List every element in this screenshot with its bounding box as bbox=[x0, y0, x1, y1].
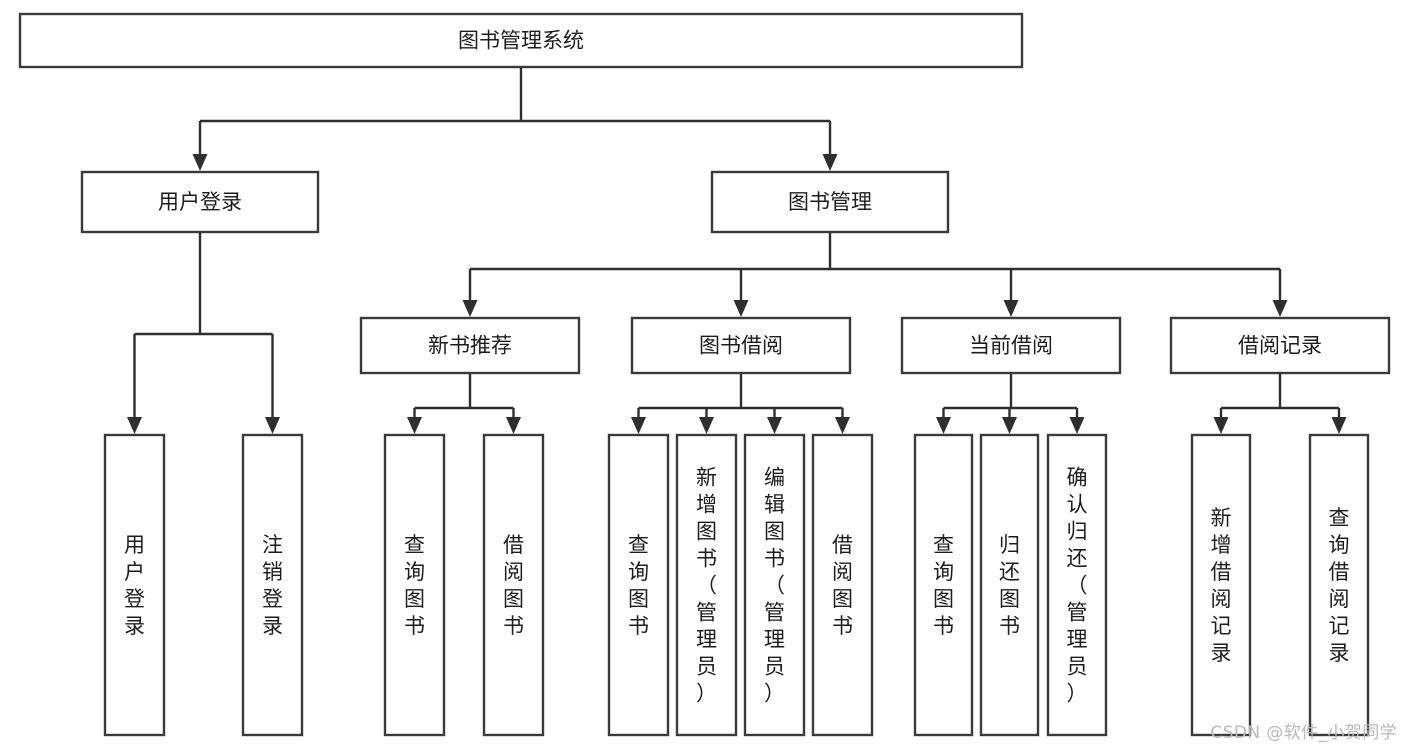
arrow-head-icon bbox=[1331, 417, 1347, 434]
node-label: 查询图书 bbox=[628, 533, 649, 638]
node-label: 图书管理 bbox=[788, 190, 872, 214]
node-label: 新增图书（管理员） bbox=[696, 466, 717, 706]
node-book-borrow[interactable]: 图书借阅 bbox=[630, 316, 852, 375]
node-box bbox=[743, 433, 806, 737]
node-label: 用户登录 bbox=[158, 190, 242, 214]
node-leaf-query-book-current[interactable]: 查询图书 bbox=[913, 433, 974, 737]
node-label: 查询借阅记录 bbox=[1329, 506, 1350, 665]
node-label: 图书借阅 bbox=[699, 334, 783, 358]
node-box bbox=[103, 433, 166, 737]
node-label: 借阅图书 bbox=[832, 533, 853, 638]
node-box bbox=[1046, 433, 1108, 737]
node-label: 确认归还（管理员） bbox=[1067, 466, 1088, 706]
node-box bbox=[1169, 316, 1391, 375]
node-box bbox=[383, 433, 446, 737]
arrow-head-icon bbox=[1213, 417, 1229, 434]
node-label: 借阅图书 bbox=[503, 533, 524, 638]
node-leaf-user-login[interactable]: 用户登录 bbox=[103, 433, 166, 737]
node-label: 用户登录 bbox=[124, 533, 145, 638]
node-leaf-user-logout[interactable]: 注销登录 bbox=[241, 433, 304, 737]
node-book-manage[interactable]: 图书管理 bbox=[710, 170, 950, 234]
node-box bbox=[80, 170, 320, 234]
arrow-head-icon bbox=[265, 417, 280, 434]
node-label: 图书管理系统 bbox=[458, 29, 584, 53]
arrow-head-icon bbox=[1069, 417, 1085, 434]
node-leaf-borrow-book-rec[interactable]: 借阅图书 bbox=[482, 433, 545, 737]
node-box bbox=[710, 170, 950, 234]
node-leaf-confirm-return[interactable]: 确认归还（管理员） bbox=[1046, 433, 1108, 737]
node-leaf-query-book-borrow[interactable]: 查询图书 bbox=[607, 433, 670, 737]
node-box bbox=[675, 433, 738, 737]
arrow-head-icon bbox=[506, 417, 521, 434]
arrow-head-icon bbox=[1003, 300, 1019, 317]
node-borrow-record[interactable]: 借阅记录 bbox=[1169, 316, 1391, 375]
node-leaf-edit-book[interactable]: 编辑图书（管理员） bbox=[743, 433, 806, 737]
node-layer: 图书管理系统用户登录图书管理新书推荐图书借阅当前借阅借阅记录用户登录注销登录查询… bbox=[18, 12, 1391, 737]
arrow-head-icon bbox=[1002, 417, 1017, 434]
arrow-head-icon bbox=[699, 417, 714, 434]
node-root[interactable]: 图书管理系统 bbox=[18, 12, 1024, 69]
node-leaf-query-borrow-record[interactable]: 查询借阅记录 bbox=[1308, 433, 1370, 737]
node-box bbox=[811, 433, 874, 737]
node-label: 查询图书 bbox=[933, 533, 954, 638]
node-label: 查询图书 bbox=[404, 533, 425, 638]
arrow-head-icon bbox=[1272, 300, 1288, 317]
node-box bbox=[18, 12, 1024, 69]
node-box bbox=[1308, 433, 1370, 737]
arrow-head-icon bbox=[407, 417, 422, 434]
node-current-borrow[interactable]: 当前借阅 bbox=[900, 316, 1122, 375]
node-leaf-add-book[interactable]: 新增图书（管理员） bbox=[675, 433, 738, 737]
node-box bbox=[630, 316, 852, 375]
node-leaf-return-book[interactable]: 归还图书 bbox=[979, 433, 1040, 737]
node-label: 借阅记录 bbox=[1238, 334, 1322, 358]
node-label: 新书推荐 bbox=[428, 334, 512, 358]
node-label: 编辑图书（管理员） bbox=[764, 466, 785, 706]
arrow-head-icon bbox=[127, 417, 142, 434]
node-user-login[interactable]: 用户登录 bbox=[80, 170, 320, 234]
arrow-head-icon bbox=[835, 417, 850, 434]
arrow-head-icon bbox=[936, 417, 951, 434]
node-box bbox=[607, 433, 670, 737]
node-label: 新增借阅记录 bbox=[1211, 506, 1232, 665]
node-box bbox=[241, 433, 304, 737]
arrow-head-icon bbox=[631, 417, 646, 434]
node-leaf-query-book-rec[interactable]: 查询图书 bbox=[383, 433, 446, 737]
node-label: 归还图书 bbox=[999, 533, 1020, 638]
arrow-head-icon bbox=[767, 417, 782, 434]
node-label: 当前借阅 bbox=[969, 334, 1053, 358]
arrow-head-icon bbox=[462, 300, 478, 317]
arrow-head-icon bbox=[192, 154, 208, 171]
node-new-book-rec[interactable]: 新书推荐 bbox=[359, 316, 581, 375]
node-box bbox=[359, 316, 581, 375]
node-leaf-borrow-book[interactable]: 借阅图书 bbox=[811, 433, 874, 737]
arrow-head-icon bbox=[733, 300, 749, 317]
watermark-text: CSDN @软件_小贺同学 bbox=[1210, 723, 1397, 743]
node-label: 注销登录 bbox=[262, 533, 283, 638]
connector-layer bbox=[127, 67, 1347, 434]
node-box bbox=[1190, 433, 1252, 737]
node-leaf-add-borrow-record[interactable]: 新增借阅记录 bbox=[1190, 433, 1252, 737]
node-box bbox=[913, 433, 974, 737]
arrow-head-icon bbox=[822, 154, 838, 171]
node-box bbox=[482, 433, 545, 737]
node-box bbox=[979, 433, 1040, 737]
node-box bbox=[900, 316, 1122, 375]
